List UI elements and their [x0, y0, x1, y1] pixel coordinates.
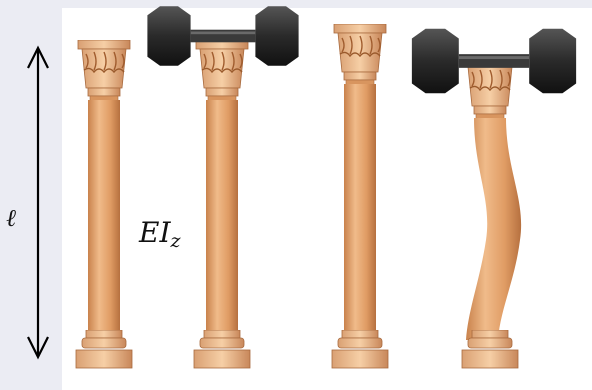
length-arrow	[28, 48, 48, 357]
stiffness-symbol: EI	[139, 216, 171, 249]
flexural-stiffness-label: EIz	[139, 216, 181, 252]
stiffness-subscript: z	[171, 230, 181, 252]
length-label: ℓ	[6, 204, 16, 233]
